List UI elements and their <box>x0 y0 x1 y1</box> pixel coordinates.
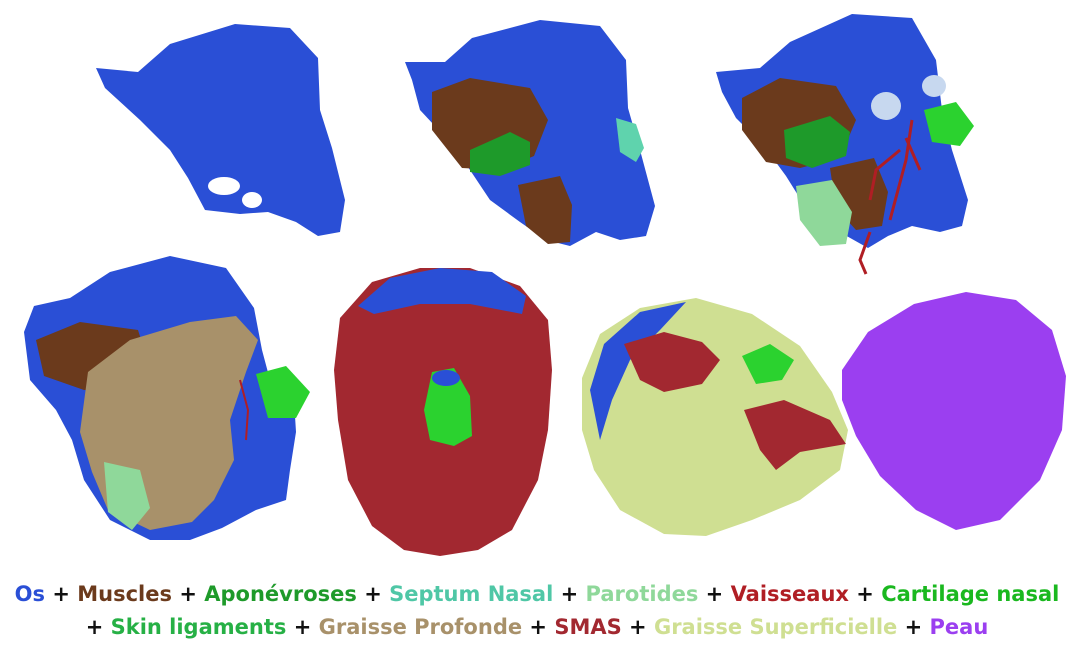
skull-bone-only <box>96 24 345 236</box>
legend-separator: + <box>86 615 104 639</box>
face-superficial-fat <box>582 298 848 536</box>
legend-item-skin-ligaments: Skin ligaments <box>111 615 287 639</box>
legend-separator: + <box>364 582 382 606</box>
legend-item-os: Os <box>15 582 45 606</box>
anatomy-figure <box>0 0 1074 575</box>
legend: Os + Muscles + Aponévroses + Septum Nasa… <box>0 578 1074 644</box>
skull-muscles <box>405 20 655 246</box>
skull-vessels <box>716 14 974 274</box>
legend-separator: + <box>561 582 579 606</box>
legend-item-graisse-superficielle: Graisse Superficielle <box>654 615 897 639</box>
face-skin <box>842 292 1066 530</box>
face-smas-front <box>334 268 552 556</box>
legend-item-muscles: Muscles <box>77 582 172 606</box>
legend-item-parotides: Parotides <box>586 582 699 606</box>
legend-line-1: Os + Muscles + Aponévroses + Septum Nasa… <box>0 578 1074 611</box>
legend-item-septum-nasal: Septum Nasal <box>389 582 553 606</box>
legend-separator: + <box>52 582 70 606</box>
legend-separator: + <box>706 582 724 606</box>
legend-separator: + <box>856 582 874 606</box>
legend-item-graisse-profonde: Graisse Profonde <box>319 615 522 639</box>
legend-separator: + <box>179 582 197 606</box>
legend-item-vaisseaux: Vaisseaux <box>731 582 849 606</box>
legend-item-smas: SMAS <box>554 615 621 639</box>
legend-separator: + <box>629 615 647 639</box>
legend-separator: + <box>529 615 547 639</box>
head-deep-fat <box>24 256 310 540</box>
legend-separator: + <box>905 615 923 639</box>
legend-line-2: + Skin ligaments + Graisse Profonde + SM… <box>0 611 1074 644</box>
legend-item-peau: Peau <box>930 615 989 639</box>
legend-item-cartilage-nasal: Cartilage nasal <box>881 582 1059 606</box>
legend-separator: + <box>294 615 312 639</box>
legend-item-aponevroses: Aponévroses <box>204 582 357 606</box>
